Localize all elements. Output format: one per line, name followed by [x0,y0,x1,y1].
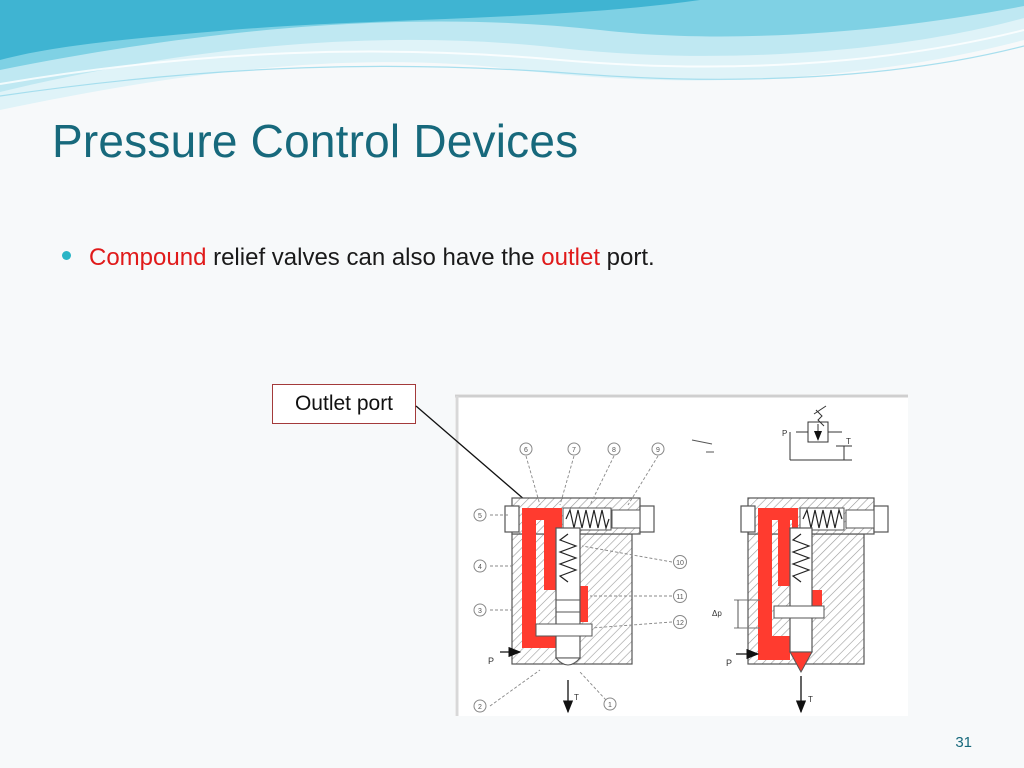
decorative-wave-banner [0,0,1024,110]
callout-number-1: 1 [608,702,612,709]
callout-number-11: 11 [676,594,683,601]
bullet-text: relief valves can also have the [206,244,542,271]
symbol-label-t: T [846,437,851,446]
outlet-port-callout: Outlet port [272,384,416,424]
page-number: 31 [955,734,972,751]
bullet-text-end: port. [600,244,655,271]
label-delta-p: Δp [712,609,722,618]
callout-leader-line [415,405,541,514]
valve-right: Δp P T [712,497,889,714]
callout-number-4: 4 [478,564,482,571]
callout-number-10: 10 [676,560,684,567]
symbol-label-p: P [782,429,787,438]
highlight-outlet: outlet [541,244,600,271]
callout-number-2: 2 [478,704,482,711]
callout-number-6: 6 [524,447,528,454]
label-p-left: P [488,656,494,666]
callout-number-8: 8 [612,447,616,454]
callout-number-12: 12 [676,620,684,627]
bullet-item: Compound relief valves can also have the… [62,244,655,272]
label-p-right: P [726,658,732,668]
direction-mark [691,439,714,453]
callout-number-9: 9 [656,447,660,454]
callout-number-5: 5 [478,513,482,520]
slide-title: Pressure Control Devices [52,115,579,167]
bullet-dot-icon [62,251,71,261]
highlight-compound: Compound [89,244,207,271]
label-t-left: T [574,693,579,702]
label-t-right: T [808,695,813,704]
callout-number-7: 7 [572,447,576,454]
callout-number-3: 3 [478,608,482,615]
relief-valve-symbol: P T [782,405,852,461]
valve-left: P T 6 7 8 9 [473,442,687,714]
